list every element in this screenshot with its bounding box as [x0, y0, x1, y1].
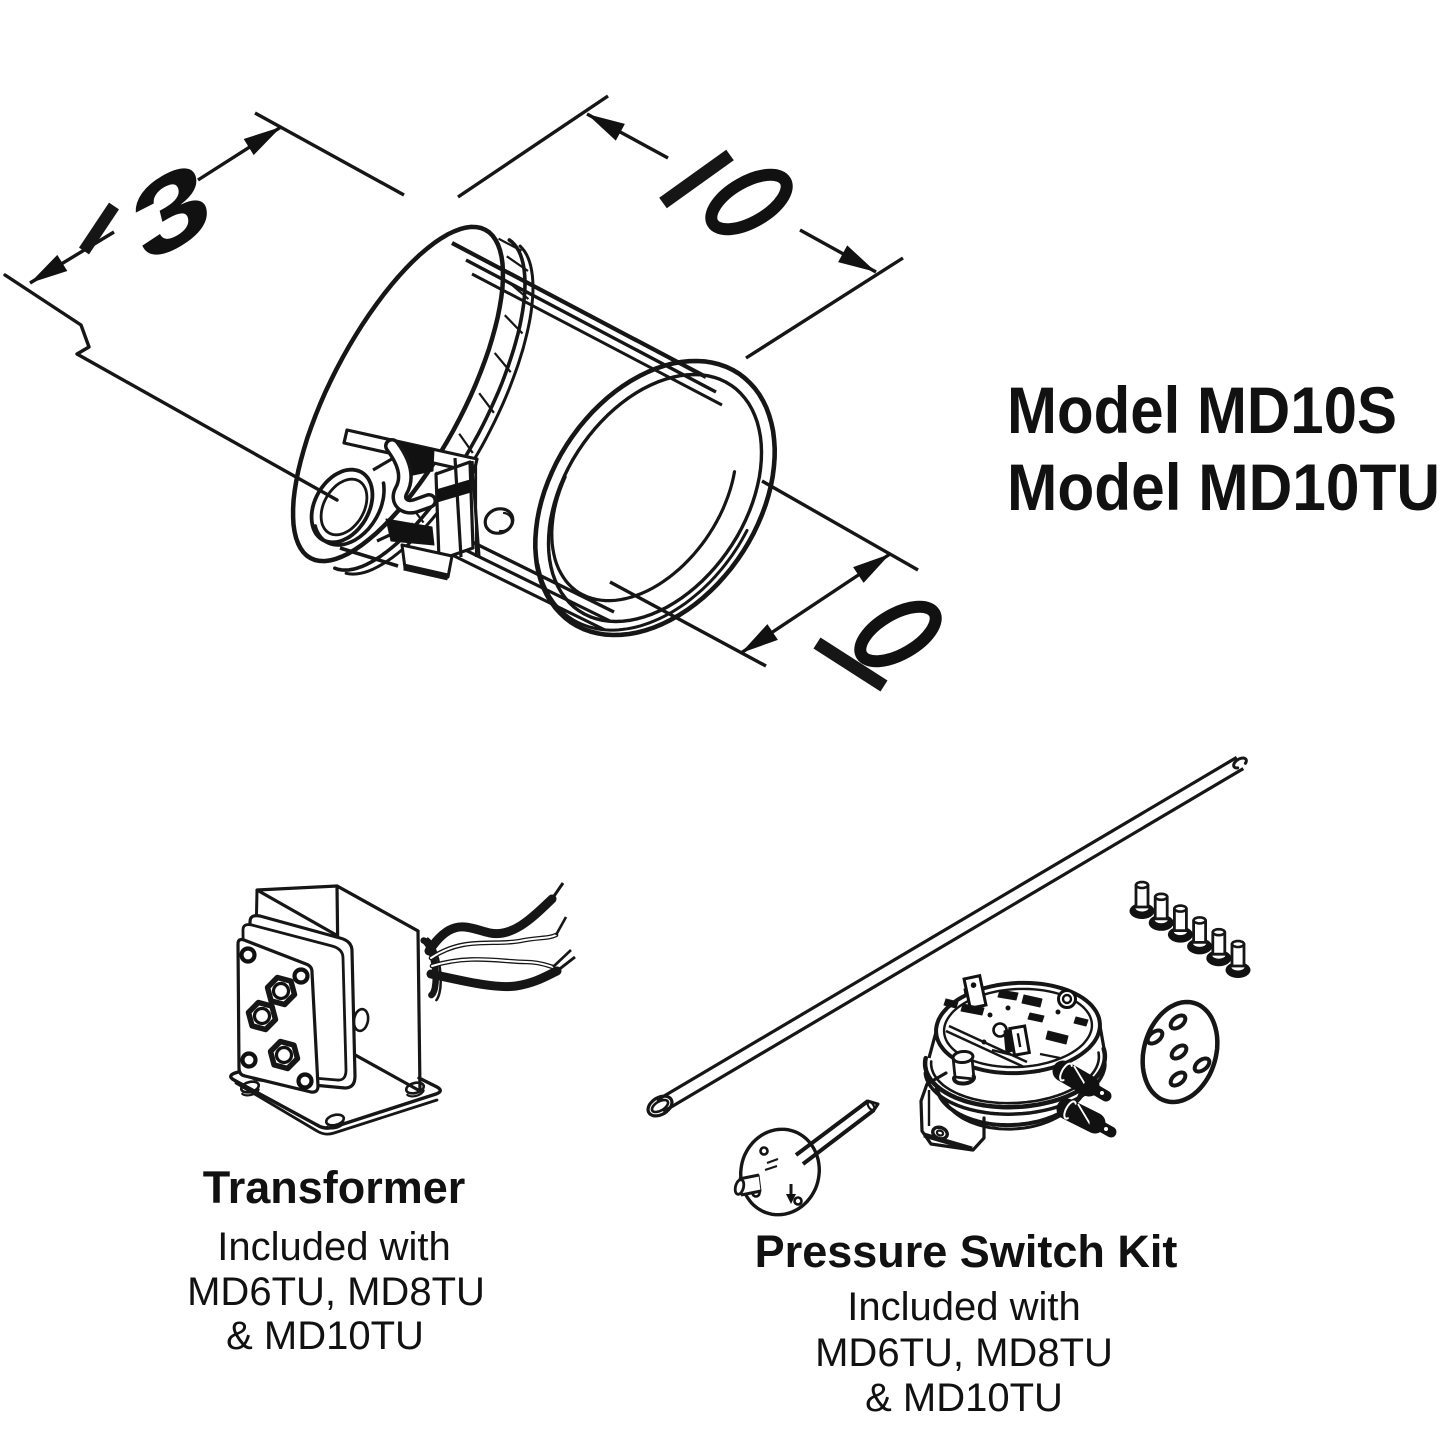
svg-text:Included with: Included with [217, 1225, 450, 1269]
svg-text:MD6TU, MD8TU: MD6TU, MD8TU [815, 1331, 1113, 1375]
svg-text:Included with: Included with [847, 1285, 1080, 1329]
svg-text:Model MD10S: Model MD10S [1007, 373, 1397, 447]
svg-text:MD6TU, MD8TU: MD6TU, MD8TU [187, 1270, 485, 1314]
svg-text:Transformer: Transformer [203, 1162, 466, 1213]
svg-text:& MD10TU: & MD10TU [226, 1314, 424, 1358]
svg-text:& MD10TU: & MD10TU [865, 1376, 1063, 1420]
svg-text:Pressure Switch Kit: Pressure Switch Kit [755, 1226, 1178, 1277]
svg-text:Model MD10TU: Model MD10TU [1007, 450, 1440, 524]
